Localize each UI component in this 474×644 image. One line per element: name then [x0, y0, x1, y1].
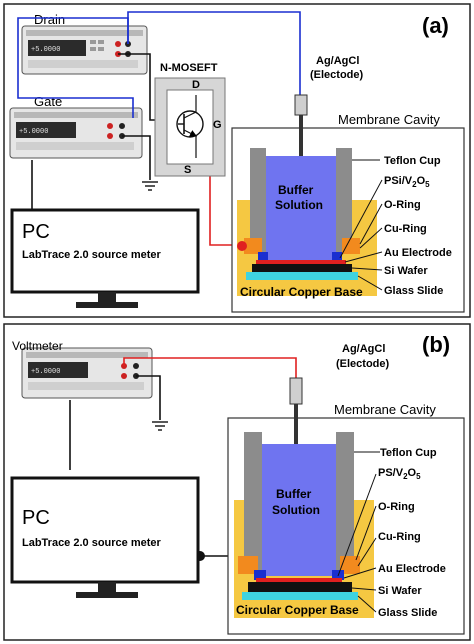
callout-si-a: Si Wafer [384, 265, 428, 277]
drain-label: Drain [34, 12, 65, 27]
ground-symbol-b [152, 421, 168, 431]
electrode-label-b-line1: Ag/AgCl [342, 343, 385, 355]
callout-oring-b: O-Ring [378, 501, 415, 513]
callout-psi-a: PSi/V2O5 [384, 175, 430, 189]
callout-psi-b: PS/V2O5 [378, 467, 421, 481]
panel-b-tag: (b) [422, 332, 450, 357]
drain-source-meter: +5.0000 [21, 25, 148, 75]
cup-assembly-b [234, 432, 374, 618]
drain-meter-reading: +5.0000 [31, 46, 60, 54]
gate-source-meter: +5.0000 [9, 107, 143, 159]
cavity-title-a: Membrane Cavity [338, 112, 440, 127]
callout-curing-a: Cu-Ring [384, 223, 427, 235]
electrode-label-a-line2: (Electode) [310, 69, 364, 81]
callout-oring-a: O-Ring [384, 199, 421, 211]
pc-title-b: PC [22, 507, 50, 529]
callout-au-a: Au Electrode [384, 247, 452, 259]
electrode-rod-a [294, 94, 308, 165]
mosfet-label: N-MOSEFT [160, 62, 218, 74]
buffer-label-b-line2: Solution [272, 503, 320, 517]
panel-b-frame [3, 323, 471, 641]
electrode-label-b-line2: (Electode) [336, 358, 390, 370]
callout-lines-b [337, 451, 380, 613]
callout-lines-a [339, 159, 383, 291]
voltmeter-label: Voltmeter [12, 339, 63, 353]
electrode-label-a-line1: Ag/AgCl [316, 55, 359, 67]
ground-symbol-a [142, 181, 158, 191]
callout-glass-b: Glass Slide [378, 607, 437, 619]
callout-si-b: Si Wafer [378, 585, 422, 597]
pc-title-a: PC [22, 221, 50, 243]
base-label-a: Circular Copper Base [240, 285, 363, 299]
callout-au-b: Au Electrode [378, 563, 446, 575]
panel-a-frame [3, 3, 471, 318]
pc-subtitle-a: LabTrace 2.0 source meter [22, 249, 162, 261]
mosfet-box [154, 77, 226, 177]
callout-glass-a: Glass Slide [384, 285, 443, 297]
pc-monitor-b [10, 476, 200, 598]
voltmeter-reading: +5.0000 [31, 368, 60, 376]
cavity-title-b: Membrane Cavity [334, 402, 436, 417]
mosfet-d-label: D [192, 79, 200, 91]
mosfet-g-label: G [213, 119, 222, 131]
buffer-label-b-line1: Buffer [276, 487, 312, 501]
electrode-rod-b [289, 377, 303, 460]
panel-a-wiring [17, 11, 301, 246]
base-label-b: Circular Copper Base [236, 603, 359, 617]
cup-assembly-a [237, 148, 377, 296]
buffer-label-a-line2: Solution [275, 198, 323, 212]
buffer-label-a-line1: Buffer [278, 183, 314, 197]
callout-teflon-a: Teflon Cup [384, 155, 441, 167]
mosfet-s-label: S [184, 164, 191, 176]
gate-label: Gate [34, 94, 62, 109]
pc-monitor-a [10, 208, 200, 308]
pc-subtitle-b: LabTrace 2.0 source meter [22, 537, 162, 549]
gate-meter-reading: +5.0000 [19, 128, 48, 136]
callout-curing-b: Cu-Ring [378, 531, 421, 543]
voltmeter: +5.0000 [21, 347, 153, 399]
callout-teflon-b: Teflon Cup [380, 447, 437, 459]
panel-a-tag: (a) [422, 13, 449, 38]
